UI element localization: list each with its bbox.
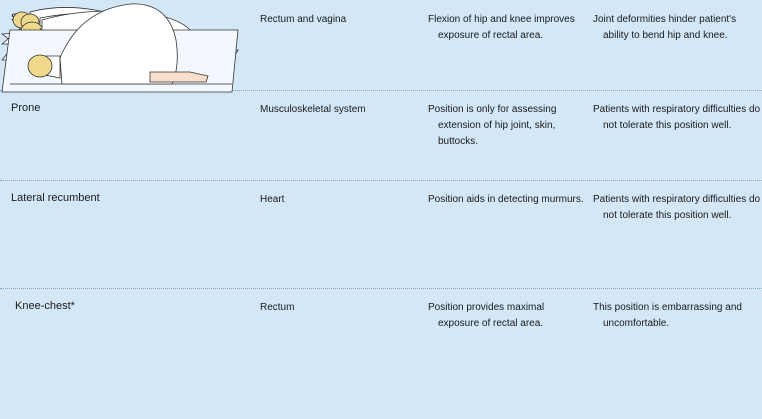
rationale: Flexion of hip and knee improves exposur… (428, 14, 575, 41)
rationale: Position is only for assessing extension… (428, 104, 557, 147)
limitations: Patients with respiratory difficulties d… (593, 104, 761, 131)
area-assessed: Heart (260, 194, 285, 205)
limitations: Patients with respiratory difficulties d… (593, 194, 761, 221)
row-divider (0, 90, 762, 91)
rationale: Position provides maximal exposure of re… (428, 302, 545, 329)
limitations: This position is embarrassing and uncomf… (593, 302, 742, 329)
limitations: Joint deformities hinder patient's abili… (593, 14, 737, 41)
table-row: Knee-chest* Rectum Position provides max… (0, 288, 762, 419)
area-assessed: Rectum (260, 302, 295, 313)
table-row: Prone Musculoskeletal system Position is… (0, 90, 762, 180)
area-assessed: Musculoskeletal system (260, 104, 366, 115)
row-divider (0, 180, 762, 181)
table-row: Lateral recumbent Heart Position aids in… (0, 180, 762, 288)
row-divider (0, 288, 762, 289)
position-name: Lateral recumbent (11, 192, 100, 204)
position-name: Prone (11, 102, 41, 114)
area-assessed: Rectum and vagina (260, 14, 347, 25)
position-name: Knee-chest* (15, 300, 75, 312)
rationale: Position aids in detecting murmurs. (428, 194, 584, 205)
knee-chest-position-illustration (1, 3, 239, 93)
